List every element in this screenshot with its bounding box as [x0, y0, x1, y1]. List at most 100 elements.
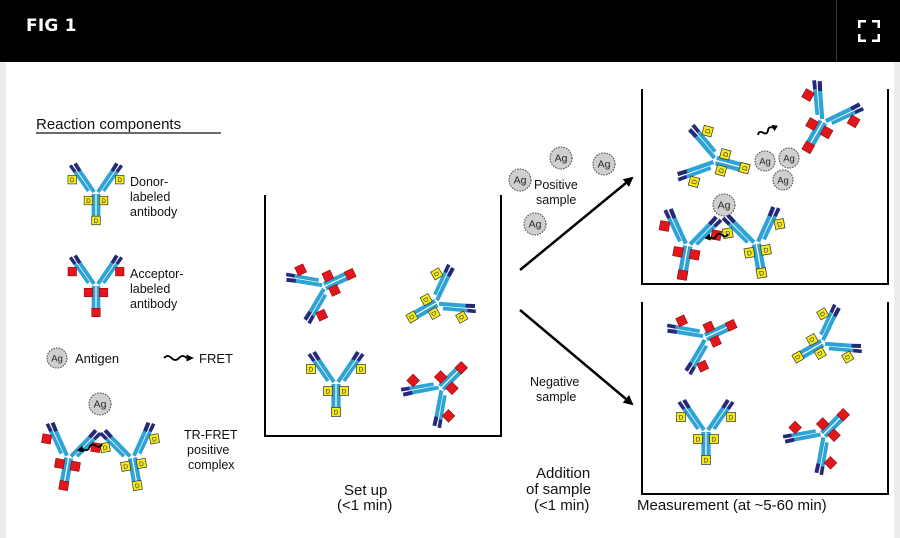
donor-label-tag [687, 175, 701, 189]
antibody-chain [812, 80, 817, 90]
acceptor-label-line3: antibody [130, 297, 178, 311]
donor-label-tag [120, 460, 132, 472]
antibody-chain [694, 135, 717, 160]
fret-wave [757, 126, 774, 136]
antibody-chain [105, 437, 126, 458]
donor-tag-text: D [818, 311, 827, 319]
antibody-chain [148, 422, 156, 433]
acceptor-antibody [658, 208, 723, 281]
donor-label-tag [841, 350, 855, 364]
negative-arrow [519, 309, 634, 406]
antibody-chain [816, 437, 826, 464]
acceptor-label-tag [827, 428, 841, 443]
donor-tag-text: D [722, 151, 730, 158]
antigen-symbol: Ag [555, 154, 568, 165]
acceptor-label-tag [294, 263, 307, 277]
antibody-chain [688, 128, 698, 139]
antibody-chain [132, 430, 147, 457]
antibody-chain [93, 431, 102, 441]
antibody-chain [814, 463, 821, 474]
antibody-chain [791, 429, 816, 438]
acceptor-label-tag [54, 457, 66, 469]
antigen: Ag [46, 347, 68, 369]
donor-tag-text: D [334, 410, 339, 417]
acceptor-label-tag [83, 288, 93, 298]
antibody-chain [356, 352, 365, 363]
donor-label-tag [709, 434, 719, 444]
donor-label-tag [701, 455, 711, 465]
acceptor-antibody [782, 408, 850, 476]
antibody-chain [102, 263, 119, 285]
antibody-chain [68, 256, 77, 266]
donor-tag-text: D [432, 271, 441, 279]
antibody-chain [688, 365, 696, 376]
antibody-chain [692, 344, 709, 368]
donor-tag-text: D [101, 198, 106, 205]
antibody-chain [69, 435, 91, 458]
antigen-label: Antigen [75, 351, 119, 366]
antigen-circle [772, 169, 794, 191]
antibody-chain [308, 287, 326, 313]
acceptor-label-tag [702, 320, 716, 334]
antigen: Ag [549, 146, 573, 170]
setup-caption-line1: Set up [344, 482, 387, 499]
donor-tag-text: D [691, 179, 699, 186]
donor-label-tag [805, 332, 819, 347]
antibody-chain [312, 359, 330, 383]
acceptor-label-tag [815, 417, 830, 431]
donor-tag-text: D [407, 314, 416, 322]
acceptor-label-tag [788, 420, 802, 435]
acceptor-label-tag [406, 373, 420, 388]
antibody-chain [676, 329, 704, 339]
antigen: Ag [88, 392, 112, 416]
antibody-chain [721, 216, 731, 226]
antibody-chain [831, 110, 856, 126]
donor-tag-text: D [679, 415, 684, 422]
antibody-chain [828, 346, 854, 353]
setup-well [264, 195, 502, 437]
donor-label-line3: antibody [130, 205, 178, 219]
antibody-chain [68, 164, 77, 174]
positive-arrow [519, 176, 634, 271]
antibody-chain [712, 407, 730, 431]
donor-label-tag [405, 310, 419, 324]
positive-label-line1: Positive [534, 178, 578, 192]
antibody-chain [782, 433, 792, 439]
antibody-chain [686, 160, 715, 174]
antibody-chain [434, 390, 444, 417]
antigen-symbol: Ag [529, 220, 542, 231]
antibody-chain [342, 359, 360, 383]
acceptor-label-tag [58, 480, 70, 492]
antigen-symbol: Ag [718, 201, 731, 212]
acceptor-antibody [67, 254, 125, 318]
figure-header: FIG 1 [0, 0, 900, 62]
antigen-symbol: Ag [759, 157, 771, 168]
donor-tag-text: D [123, 463, 129, 471]
expand-button[interactable] [836, 0, 900, 62]
fret-wave [709, 232, 729, 240]
antigen-symbol: Ag [94, 400, 107, 411]
antibody-chain [317, 358, 336, 384]
antibody-chain [73, 171, 90, 193]
donor-label-tag [67, 175, 77, 185]
antibody-chain [49, 430, 63, 455]
antibody-chain [667, 217, 682, 243]
acceptor-label-line1: Acceptor- [130, 267, 184, 281]
donor-tag-text: D [712, 437, 717, 444]
fret-label: FRET [199, 351, 233, 366]
acceptor-antibody [285, 263, 357, 325]
acceptor-antibody [400, 361, 468, 429]
donor-label-tag [83, 195, 94, 206]
donor-label-tag [419, 292, 433, 307]
negative-well [641, 302, 889, 495]
figure-title: FIG 1 [26, 16, 77, 36]
donor-label-tag [726, 412, 736, 422]
antibody-chain [110, 254, 119, 265]
donor-label-tag [339, 386, 349, 396]
fret-squiggle [163, 354, 194, 362]
donor-tag-text: D [793, 354, 802, 362]
